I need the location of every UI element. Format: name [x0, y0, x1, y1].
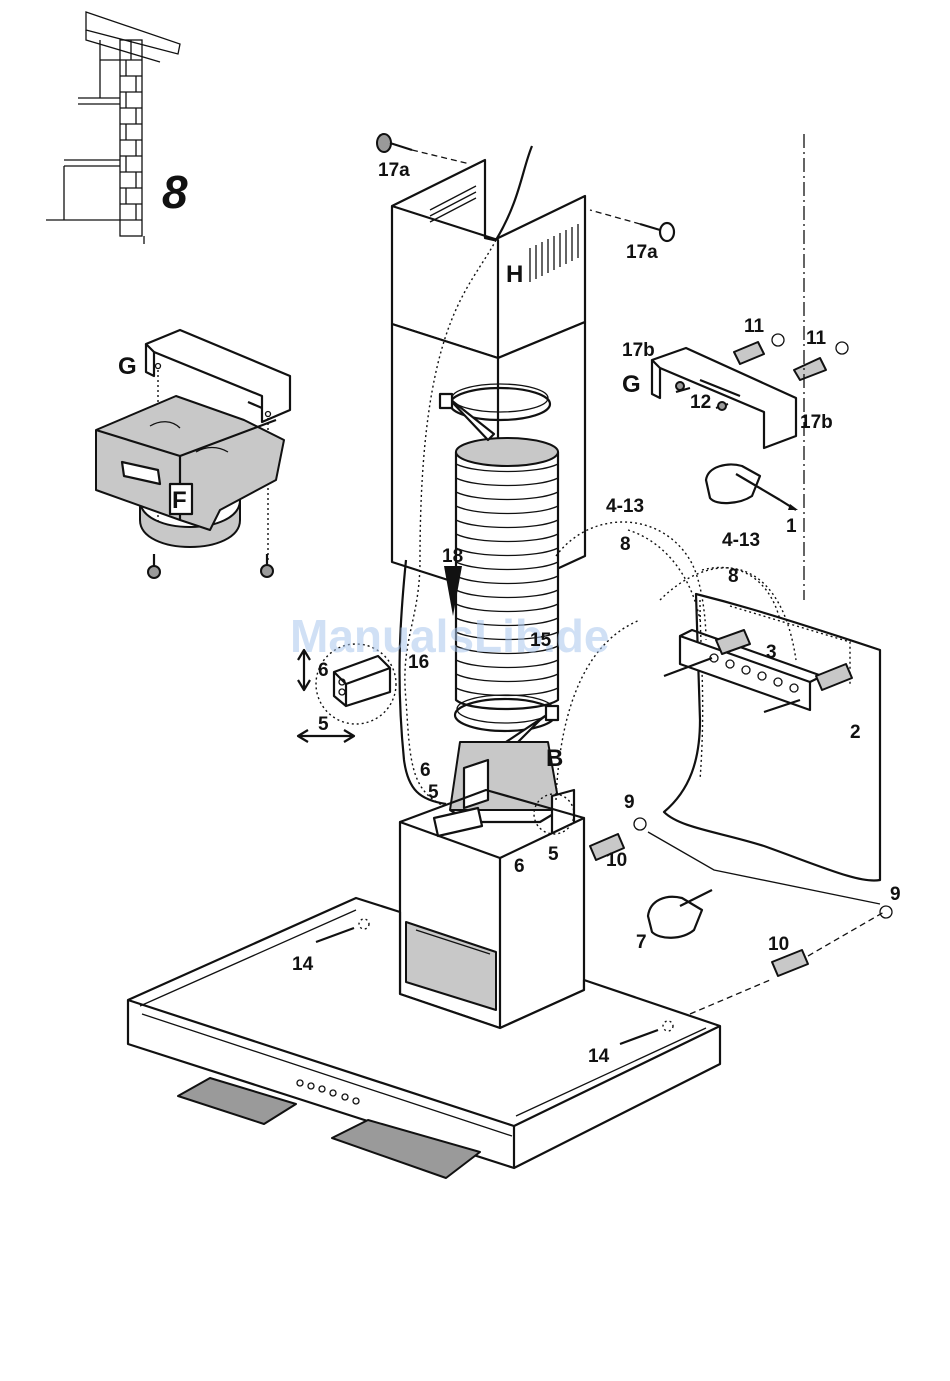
label-17a-top: 17a [378, 160, 410, 181]
label-18: 18 [442, 546, 463, 567]
label-2: 2 [850, 722, 861, 743]
pencil-hand-lower-icon [648, 890, 712, 938]
label-6-left: 6 [420, 760, 431, 781]
wall-plug-11a-icon [734, 334, 784, 364]
screw-17a-right-icon [590, 210, 674, 241]
label-4-13b: 4-13 [722, 530, 760, 551]
label-8b: 8 [728, 566, 739, 587]
label-5-left: 5 [428, 782, 439, 803]
label-7: 7 [636, 932, 647, 953]
label-9b: 9 [890, 884, 901, 905]
label-17a-right: 17a [626, 242, 658, 263]
label-6-right: 6 [514, 856, 525, 877]
label-15: 15 [530, 630, 552, 651]
label-10b: 10 [768, 934, 789, 955]
wall-plug-10b-icon [772, 906, 892, 976]
pencil-hand-upper-icon [706, 465, 798, 510]
bracket-G-right [652, 348, 796, 448]
label-8a: 8 [620, 534, 631, 555]
label-1: 1 [786, 516, 797, 537]
label-F: F [172, 487, 187, 514]
screw-F-left-icon [148, 554, 160, 578]
wall-panel-2 [664, 594, 880, 881]
label-B: B [546, 745, 563, 772]
label-9a: 9 [624, 792, 635, 813]
watermark: ManualsLib.de [290, 610, 609, 662]
label-3: 3 [766, 642, 777, 663]
label-16: 16 [408, 652, 429, 673]
chimney-cover-upper [392, 160, 585, 358]
label-10a: 10 [606, 850, 627, 871]
label-G-right: G [622, 371, 641, 398]
label-11b: 11 [806, 328, 827, 349]
label-G-left: G [118, 353, 137, 380]
label-17b-left: 17b [622, 340, 655, 361]
label-5-detail: 5 [318, 714, 329, 735]
label-5-right: 5 [548, 844, 559, 865]
label-6-detail: 6 [318, 660, 329, 681]
screw-F-right-icon [261, 554, 273, 577]
wall-section-sketch [46, 12, 180, 244]
label-14-left: 14 [292, 954, 314, 975]
label-17b-right: 17b [800, 412, 833, 433]
label-14-right: 14 [588, 1046, 610, 1067]
label-11a: 11 [744, 316, 765, 337]
flexible-duct [456, 438, 558, 709]
label-12: 12 [690, 392, 711, 413]
figure-number: 8 [162, 166, 188, 218]
filter-unit-F [96, 396, 284, 547]
label-4-13a: 4-13 [606, 496, 644, 517]
label-H: H [506, 261, 523, 288]
